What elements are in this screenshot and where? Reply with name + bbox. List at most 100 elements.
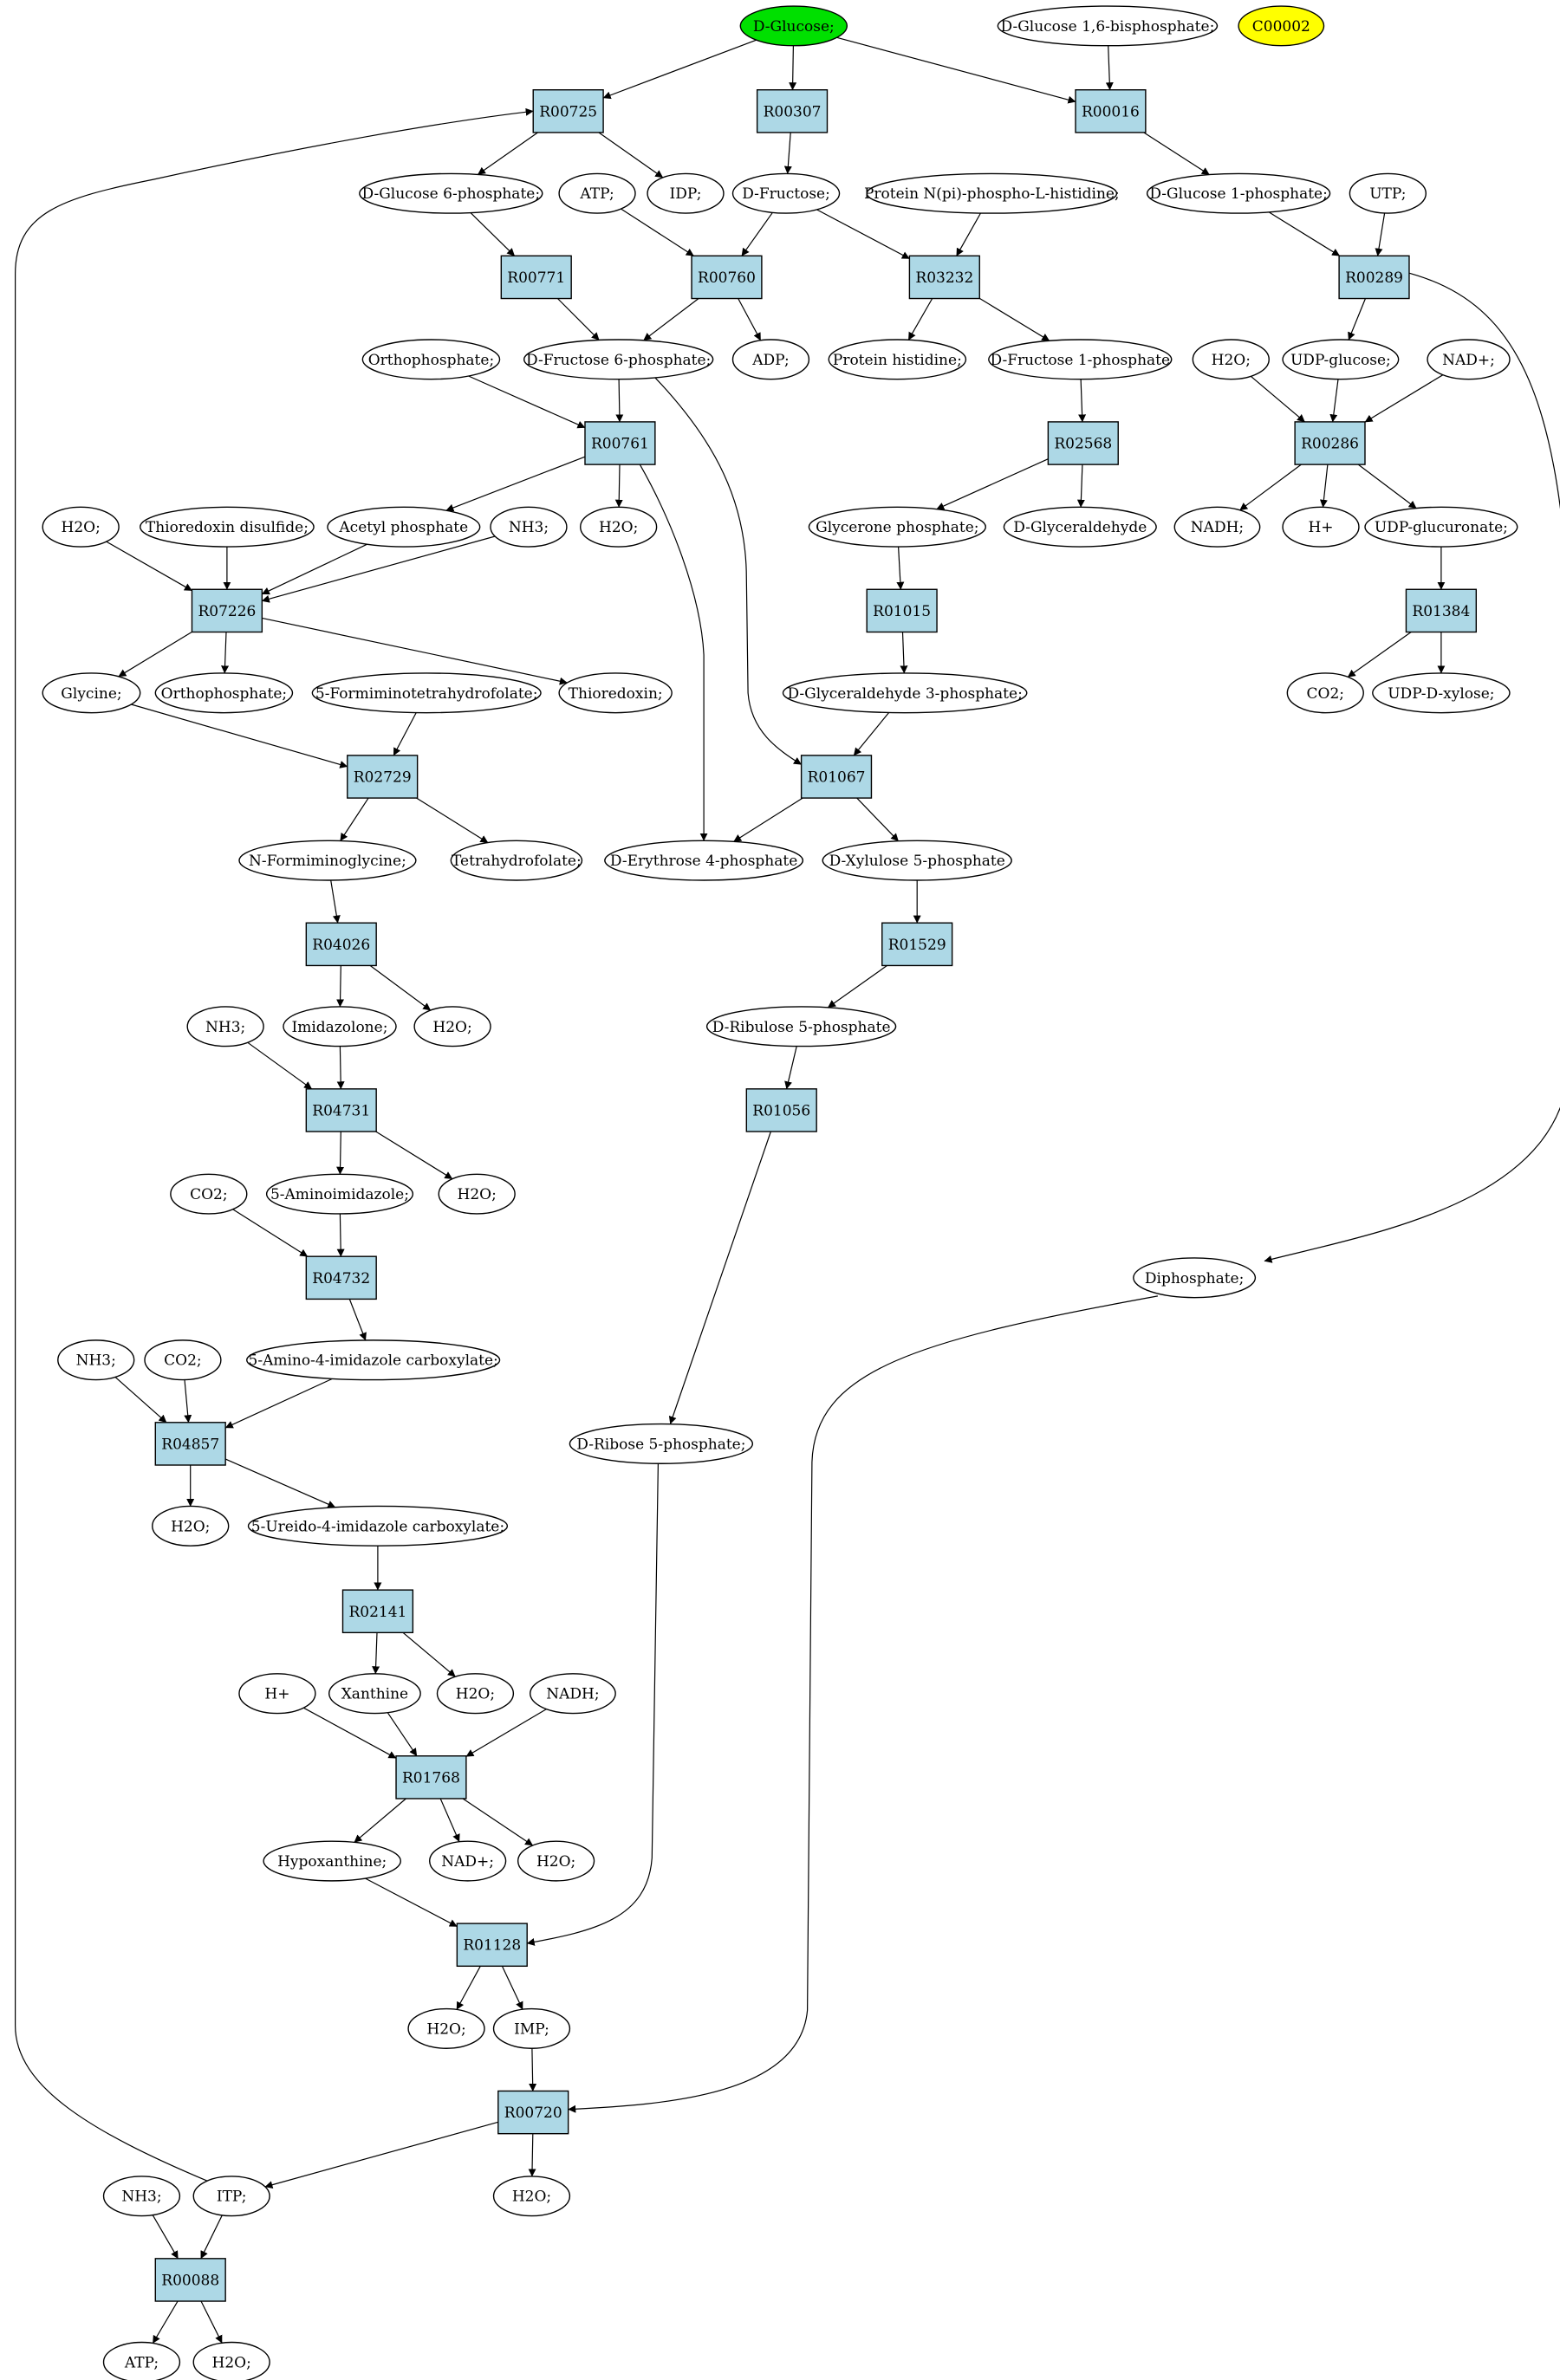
reaction-node[interactable]: R00761: [584, 421, 656, 465]
compound-ellipse: [311, 672, 542, 714]
reaction-node[interactable]: R02568: [1047, 421, 1119, 465]
reaction-node[interactable]: R01067: [800, 755, 873, 799]
compound-node[interactable]: Tetrahydrofolate;: [450, 840, 583, 881]
compound-node[interactable]: NH3;: [102, 2176, 181, 2217]
reaction-node[interactable]: R00286: [1294, 421, 1366, 465]
compound-node[interactable]: Thioredoxin disulfide;: [140, 506, 315, 548]
compound-node[interactable]: 5-Ureido-4-imidazole carboxylate;: [247, 1505, 509, 1547]
reaction-node[interactable]: R01015: [866, 588, 938, 633]
compound-node[interactable]: 5-Aminoimidazole;: [265, 1173, 414, 1215]
compound-node[interactable]: Glycine;: [42, 672, 141, 714]
compound-node[interactable]: D-Glucose 1,6-bisphosphate;: [997, 5, 1219, 47]
compound-node[interactable]: UDP-glucuronate;: [1364, 506, 1518, 548]
compound-node[interactable]: UDP-D-xylose;: [1372, 672, 1511, 714]
compound-node[interactable]: H2O;: [517, 1840, 595, 1882]
compound-node[interactable]: ATP;: [102, 2341, 181, 2380]
reaction-node[interactable]: R01128: [456, 1923, 528, 1968]
compound-node[interactable]: ITP;: [192, 2176, 270, 2217]
compound-node[interactable]: H2O;: [407, 2007, 485, 2049]
reaction-node[interactable]: R00720: [497, 2090, 569, 2135]
compound-node[interactable]: D-Glucose 6-phosphate;: [359, 172, 543, 214]
compound-node[interactable]: ATP;: [558, 172, 636, 214]
compound-label: Acetyl phosphate: [338, 519, 468, 536]
edge-udpglc-to-R00286: [1329, 379, 1339, 423]
reaction-node[interactable]: R07226: [191, 588, 263, 633]
compound-node[interactable]: Hypoxanthine;: [263, 1840, 402, 1882]
compound-node[interactable]: Imidazolone;: [283, 1006, 397, 1047]
compound-node[interactable]: NAD+;: [428, 1840, 507, 1882]
compound-node[interactable]: NADH;: [530, 1673, 616, 1715]
compound-node[interactable]: D-Glyceraldehyde: [1003, 506, 1157, 548]
reaction-node[interactable]: R00725: [532, 89, 604, 133]
reaction-node[interactable]: R00289: [1338, 255, 1410, 300]
compound-node[interactable]: Glycerone phosphate;: [808, 506, 986, 548]
reaction-node[interactable]: R00771: [500, 255, 572, 300]
compound-node[interactable]: NAD+;: [1427, 339, 1511, 380]
compound-node[interactable]: CO2;: [144, 1339, 222, 1381]
compound-ellipse: [705, 1006, 897, 1047]
compound-node[interactable]: D-Ribulose 5-phosphate: [705, 1006, 897, 1047]
compound-node[interactable]: H2O;: [152, 1505, 230, 1547]
reaction-node[interactable]: R04732: [305, 1255, 377, 1300]
compound-node[interactable]: Thioredoxin;: [558, 672, 673, 714]
reaction-node[interactable]: R00016: [1075, 89, 1147, 133]
compound-node[interactable]: Xanthine: [328, 1673, 421, 1715]
compound-node[interactable]: H2O;: [42, 506, 120, 548]
compound-node[interactable]: IMP;: [492, 2007, 571, 2049]
compound-node[interactable]: Orthophosphate;: [154, 672, 294, 714]
compound-node[interactable]: NH3;: [57, 1339, 135, 1381]
compound-node[interactable]: 5-Amino-4-imidazole carboxylate;: [246, 1339, 501, 1381]
compound-node[interactable]: H2O;: [413, 1006, 491, 1047]
compound-node[interactable]: H+: [1282, 506, 1360, 548]
reaction-node[interactable]: R01384: [1405, 588, 1478, 633]
compound-node[interactable]: H2O;: [580, 506, 658, 548]
reaction-node[interactable]: R00088: [154, 2258, 226, 2302]
compound-node[interactable]: D-Erythrose 4-phosphate: [604, 840, 804, 881]
reaction-node[interactable]: R04857: [154, 1422, 226, 1466]
compound-node[interactable]: IDP;: [647, 172, 725, 214]
compound-node[interactable]: Protein histidine;: [828, 339, 967, 380]
compound-node[interactable]: Orthophosphate;: [361, 339, 501, 380]
compound-node[interactable]: UTP;: [1349, 172, 1427, 214]
compound-node[interactable]: Acetyl phosphate: [327, 506, 481, 548]
reaction-node[interactable]: R01768: [395, 1755, 467, 1800]
reaction-node[interactable]: R02141: [341, 1589, 414, 1634]
reaction-node[interactable]: R00760: [691, 255, 763, 300]
compound-node[interactable]: C00002: [1238, 5, 1325, 47]
compound-node[interactable]: H2O;: [436, 1673, 515, 1715]
reaction-node[interactable]: R01056: [745, 1088, 817, 1132]
compound-node[interactable]: NH3;: [186, 1006, 264, 1047]
reaction-node[interactable]: R04731: [305, 1088, 377, 1132]
compound-label: Imidazolone;: [292, 1019, 388, 1036]
compound-node[interactable]: D-Glucose 1-phosphate;: [1146, 172, 1331, 214]
reaction-node[interactable]: R01529: [881, 922, 953, 967]
compound-node[interactable]: D-Ribose 5-phosphate;: [569, 1423, 754, 1464]
compound-node[interactable]: 5-Formiminotetrahydrofolate;: [311, 672, 542, 714]
compound-node[interactable]: H2O;: [1192, 339, 1270, 380]
compound-node[interactable]: H2O;: [492, 2176, 571, 2217]
compound-node[interactable]: Diphosphate;: [1133, 1257, 1257, 1299]
compound-node[interactable]: D-Fructose;: [731, 172, 841, 214]
compound-node[interactable]: CO2;: [170, 1173, 248, 1215]
compound-node[interactable]: Protein N(pi)-phospho-L-histidine;: [864, 172, 1120, 214]
reaction-node[interactable]: R04026: [305, 922, 377, 967]
compound-node[interactable]: H+: [238, 1673, 316, 1715]
compound-node[interactable]: NADH;: [1173, 506, 1261, 548]
compound-node[interactable]: H2O;: [192, 2341, 270, 2380]
compound-node[interactable]: D-Glucose;: [739, 5, 848, 47]
compound-node[interactable]: H2O;: [438, 1173, 516, 1215]
reaction-node[interactable]: R03232: [908, 255, 980, 300]
reaction-node[interactable]: R00307: [756, 89, 829, 133]
compound-node[interactable]: D-Fructose 6-phosphate;: [523, 339, 714, 380]
compound-node[interactable]: N-Formiminoglycine;: [238, 840, 417, 881]
compound-node[interactable]: D-Xylulose 5-phosphate: [822, 840, 1012, 881]
compound-node[interactable]: D-Fructose 1-phosphate: [988, 339, 1173, 380]
compound-node[interactable]: D-Glyceraldehyde 3-phosphate;: [782, 672, 1028, 714]
reaction-node[interactable]: R02729: [347, 755, 419, 799]
compound-ellipse: [144, 1339, 222, 1381]
edge-nh3c-to-R04857: [114, 1376, 167, 1423]
compound-node[interactable]: NH3;: [490, 506, 568, 548]
compound-node[interactable]: CO2;: [1286, 672, 1364, 714]
compound-node[interactable]: ADP;: [731, 339, 810, 380]
compound-node[interactable]: UDP-glucose;: [1282, 339, 1400, 380]
